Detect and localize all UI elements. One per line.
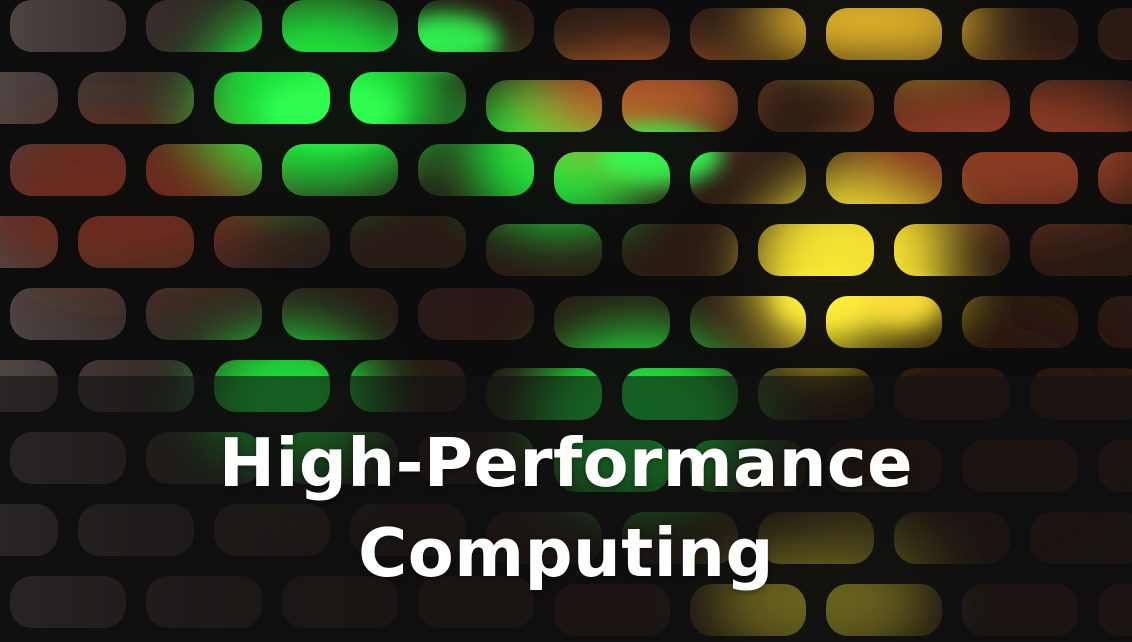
title-overlay-band [0,376,1132,642]
title-line-2: Computing [358,514,774,592]
page-title: High-Performance Computing [0,418,1132,598]
title-line-1: High-Performance [218,424,914,502]
